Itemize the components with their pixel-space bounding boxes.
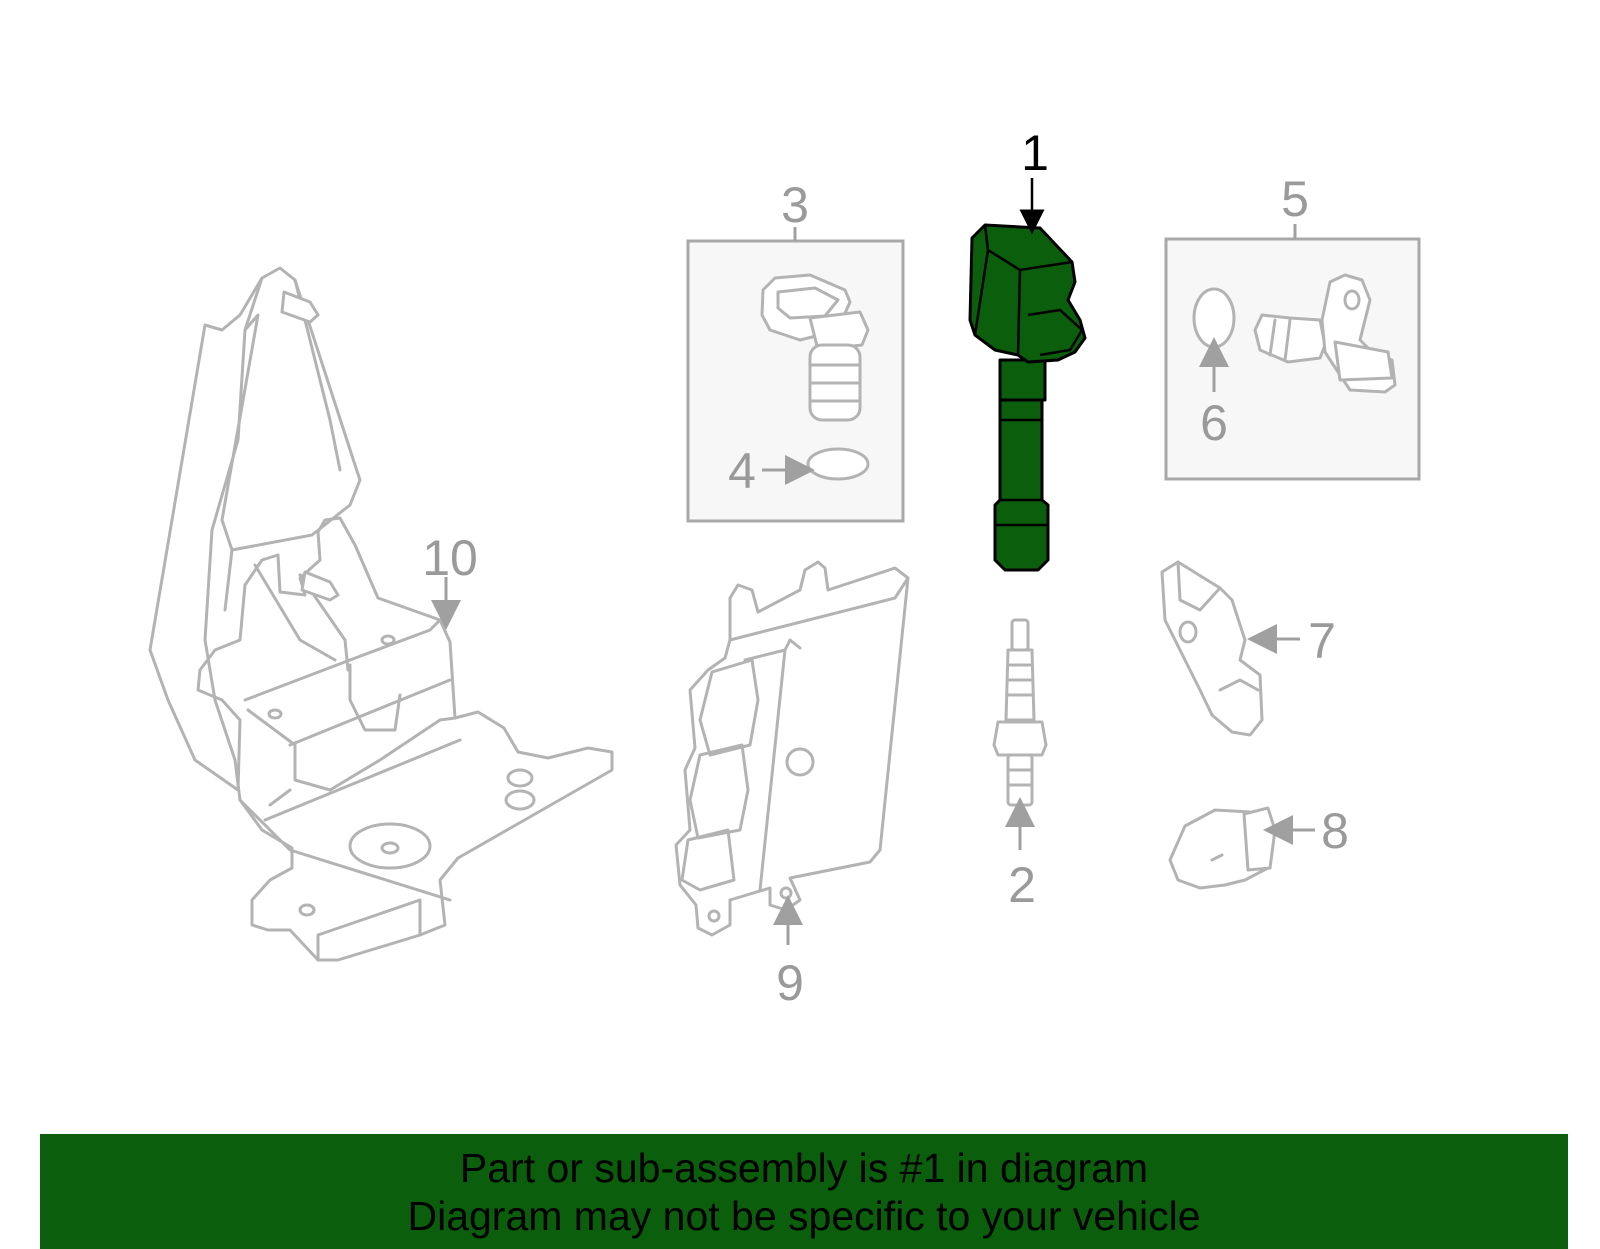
- o-ring-part-6[interactable]: [1192, 287, 1236, 349]
- banner-line-disclaimer: Diagram may not be specific to your vehi…: [407, 1192, 1201, 1239]
- callout-4: 4: [728, 443, 756, 499]
- ecu-part-9[interactable]: [674, 560, 910, 937]
- parts-diagram: 10 3 4 1 5 6: [148, 125, 1421, 1011]
- o-ring-part-4[interactable]: [806, 447, 870, 481]
- callout-7: 7: [1308, 613, 1336, 669]
- cam-sensor-part-5[interactable]: [1253, 273, 1397, 394]
- banner-line-part-note: Part or sub-assembly is #1 in diagram: [459, 1144, 1149, 1191]
- callout-1: 1: [1021, 125, 1049, 181]
- callout-9: 9: [776, 955, 804, 1011]
- callout-5: 5: [1281, 171, 1309, 227]
- sensor-part-8[interactable]: [1168, 806, 1277, 890]
- callout-8: 8: [1321, 803, 1349, 859]
- bracket-part-10[interactable]: [148, 266, 614, 962]
- spark-plug-part-2[interactable]: [992, 618, 1048, 807]
- sensor-part-7[interactable]: [1160, 560, 1264, 737]
- info-banner: Part or sub-assembly is #1 in diagram Di…: [40, 1134, 1568, 1249]
- callout-6: 6: [1200, 395, 1228, 451]
- callout-2: 2: [1008, 857, 1036, 913]
- ignition-coil-part-1[interactable]: [968, 223, 1087, 572]
- callout-10: 10: [422, 530, 478, 586]
- sensor-part-3[interactable]: [760, 273, 870, 422]
- callout-3: 3: [781, 177, 809, 233]
